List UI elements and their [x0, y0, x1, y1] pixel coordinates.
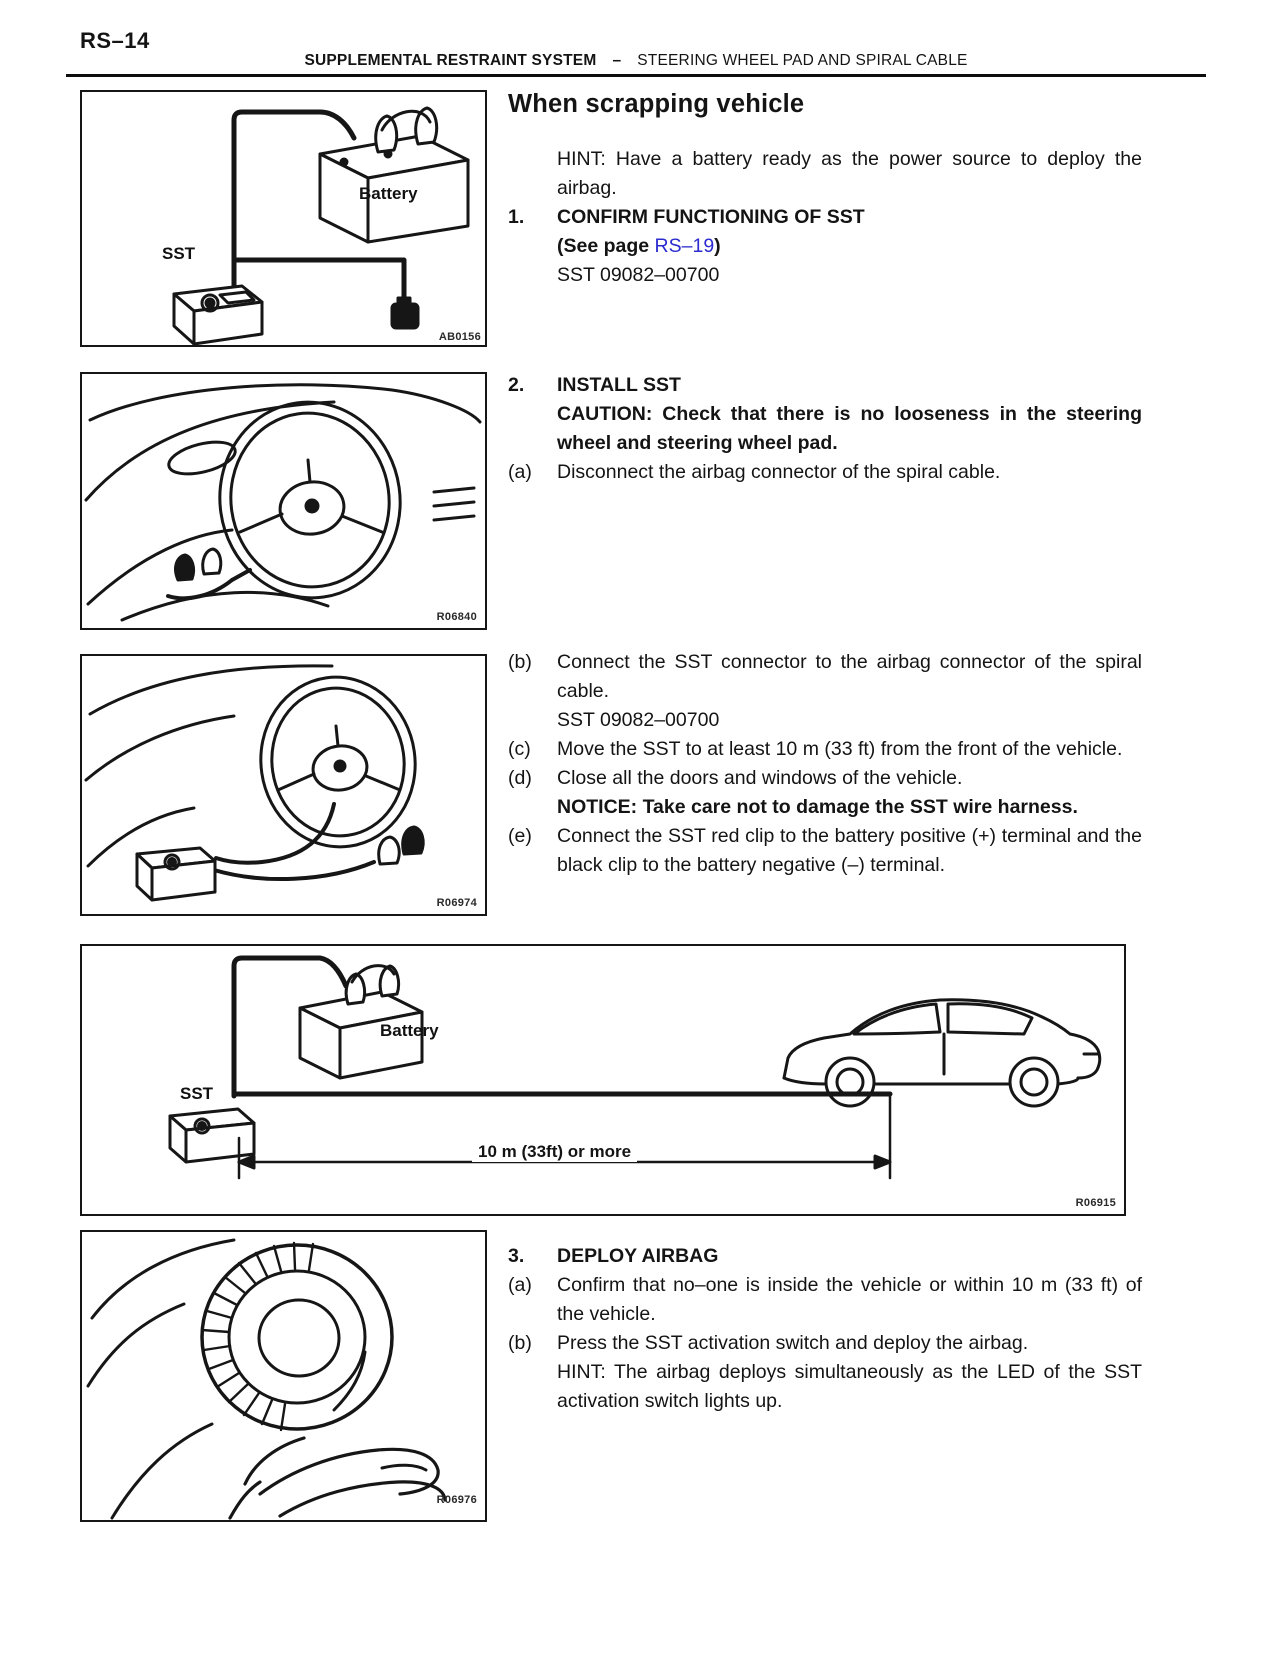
header-system: SUPPLEMENTAL RESTRAINT SYSTEM — [304, 52, 597, 69]
step-2a: (a) Disconnect the airbag connector of t… — [508, 458, 1142, 487]
figure-steering-wheel-disconnect: R06840 — [80, 372, 487, 630]
step-2-title: INSTALL SST — [557, 374, 681, 396]
step-2-items: (b) Connect the SST connector to the air… — [508, 648, 1142, 880]
step-2b-label: (b) — [508, 651, 532, 673]
figure-code: R06915 — [1075, 1197, 1116, 1209]
figure-code: R06976 — [436, 1494, 477, 1506]
step-1-title: CONFIRM FUNCTIONING OF SST — [557, 206, 865, 228]
step-3a-label: (a) — [508, 1274, 532, 1296]
running-header: SUPPLEMENTAL RESTRAINT SYSTEM–STEERING W… — [66, 52, 1206, 70]
figure-airbag-deploy: R06976 — [80, 1230, 487, 1522]
figure-code: R06974 — [436, 897, 477, 909]
step-2e: (e) Connect the SST red clip to the batt… — [508, 822, 1142, 880]
step-1-sst: SST 09082–00700 — [557, 264, 720, 286]
step-2: 2. INSTALL SST CAUTION: Check that there… — [508, 371, 1142, 487]
header-rule — [66, 74, 1206, 77]
step-2c-label: (c) — [508, 738, 531, 760]
step-2d-notice: NOTICE: Take care not to damage the SST … — [557, 796, 1078, 818]
figure-sst-connected: R06974 — [80, 654, 487, 916]
battery-label: Battery — [380, 1021, 439, 1040]
figure-code: R06840 — [436, 611, 477, 623]
step-1: 1. CONFIRM FUNCTIONING OF SST (See page … — [508, 203, 1142, 290]
sst-connected-diagram — [82, 656, 485, 914]
see-page-close: ) — [714, 235, 721, 257]
section-title: When scrapping vehicle — [508, 90, 805, 118]
distance-label: 10 m (33ft) or more — [472, 1142, 638, 1162]
sst-battery-diagram — [82, 92, 485, 345]
distance-diagram — [82, 946, 1124, 1214]
step-3b-hint: HINT: The airbag deploys simultaneously … — [557, 1361, 1142, 1412]
step-2d: (d) Close all the doors and windows of t… — [508, 764, 1142, 822]
step-3-title: DEPLOY AIRBAG — [557, 1245, 719, 1267]
sst-label: SST — [180, 1084, 214, 1103]
step-2e-label: (e) — [508, 825, 532, 847]
airbag-diagram — [82, 1232, 485, 1520]
header-dash: – — [612, 52, 622, 69]
step-2b-text: Connect the SST connector to the airbag … — [557, 651, 1142, 702]
sst-label: SST — [162, 244, 196, 263]
step-2c: (c) Move the SST to at least 10 m (33 ft… — [508, 735, 1142, 764]
steering-wheel-diagram — [82, 374, 485, 628]
step-2-number: 2. — [508, 374, 525, 396]
figure-sst-battery-hookup: Battery SST AB0156 — [80, 90, 487, 347]
see-page-line: (See page RS–19) — [557, 232, 1142, 261]
step-2b: (b) Connect the SST connector to the air… — [508, 648, 1142, 735]
step-3a-text: Confirm that no–one is inside the vehicl… — [557, 1274, 1142, 1325]
figure-code: AB0156 — [438, 331, 481, 343]
intro-hint: HINT: Have a battery ready as the power … — [557, 145, 1142, 203]
step-2a-label: (a) — [508, 461, 532, 483]
step-3a: (a) Confirm that no–one is inside the ve… — [508, 1271, 1142, 1329]
step-3b-label: (b) — [508, 1332, 532, 1354]
step-3-number: 3. — [508, 1245, 525, 1267]
step-2b-sst: SST 09082–00700 — [557, 709, 720, 731]
step-3b: (b) Press the SST activation switch and … — [508, 1329, 1142, 1416]
step-2e-text: Connect the SST red clip to the battery … — [557, 825, 1142, 876]
step-2a-text: Disconnect the airbag connector of the s… — [557, 461, 1001, 483]
battery-label: Battery — [359, 184, 418, 203]
header-subtitle: STEERING WHEEL PAD AND SPIRAL CABLE — [637, 52, 968, 69]
intro-hint-text: HINT: Have a battery ready as the power … — [557, 148, 1142, 199]
step-2c-text: Move the SST to at least 10 m (33 ft) fr… — [557, 738, 1123, 760]
step-3b-text: Press the SST activation switch and depl… — [557, 1332, 1029, 1354]
step-3: 3. DEPLOY AIRBAG (a) Confirm that no–one… — [508, 1242, 1142, 1416]
see-page-link[interactable]: RS–19 — [654, 235, 715, 257]
page-number: RS–14 — [80, 28, 150, 53]
step-1-number: 1. — [508, 206, 525, 228]
step-2d-text: Close all the doors and windows of the v… — [557, 767, 963, 789]
figure-distance-setup: Battery SST 10 m (33ft) or more R06915 — [80, 944, 1126, 1216]
step-2-caution: CAUTION: Check that there is no loosenes… — [557, 403, 1142, 454]
step-2d-label: (d) — [508, 767, 532, 789]
see-page-open: (See page — [557, 235, 655, 257]
